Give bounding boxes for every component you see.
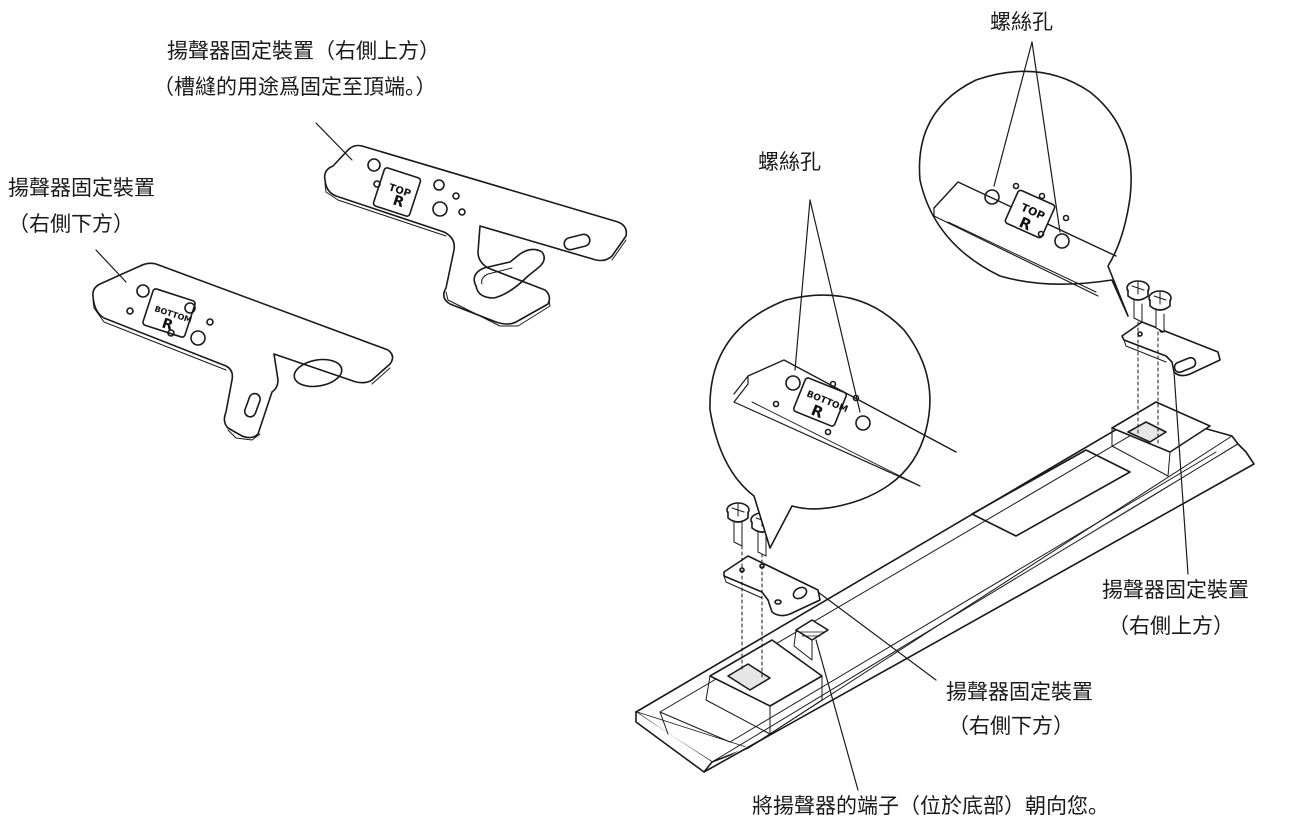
speaker-window (971, 449, 1131, 537)
label-top-plate-line1: 揚聲器固定裝置（右側上方） (167, 39, 440, 63)
label-terminal-note: 將揚聲器的端子（位於底部）朝向您。 (752, 794, 1109, 818)
label-bottom-plate-line1: 揚聲器固定裝置 (8, 176, 155, 200)
screw (726, 502, 750, 547)
top-plate-small-slot (563, 233, 591, 251)
label-right-bottom-line1: 揚聲器固定裝置 (946, 680, 1093, 704)
label-screw-hole-bottom: 螺絲孔 (758, 150, 821, 174)
label-top-plate-line2: （槽縫的用途爲固定至頂端。） (153, 75, 437, 99)
top-plate-hole (367, 158, 381, 172)
bracket-top-right-loose (323, 144, 628, 327)
speaker-terminal (795, 619, 829, 641)
bottom-mount-pad (727, 663, 771, 691)
screw (1148, 290, 1172, 333)
speaker-body (635, 401, 1255, 773)
bracket-top-mounted (1121, 280, 1221, 445)
bottom-plate-oval-slot (293, 358, 343, 388)
top-plate-side: R (391, 193, 406, 212)
label-bottom-plate-line2: （右側下方） (8, 212, 134, 236)
label-screw-hole-top: 螺絲孔 (990, 10, 1053, 34)
screw (1126, 280, 1150, 323)
magnifier-bottom (709, 199, 957, 549)
label-right-bottom-line2: （右側下方） (948, 714, 1074, 738)
bottom-plate-label-box (142, 288, 196, 338)
label-right-top-line1: 揚聲器固定裝置 (1102, 578, 1249, 602)
label-right-top-line2: （右側上方） (1108, 614, 1234, 638)
top-plate-keyhole-slot (473, 248, 546, 299)
bracket-bottom-right-loose (92, 262, 394, 441)
magnifier-top (918, 41, 1132, 317)
bottom-plate-side: R (160, 316, 175, 335)
bottom-plate-small-slot (243, 392, 261, 418)
